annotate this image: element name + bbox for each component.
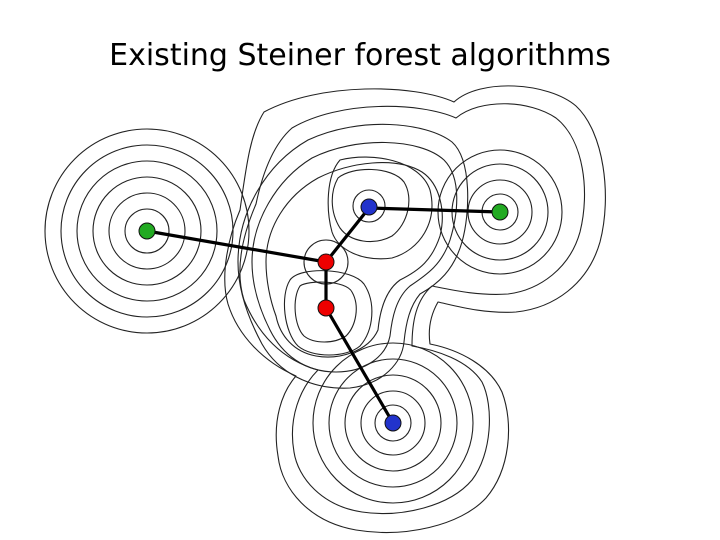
moat-ring <box>283 270 373 356</box>
moat-boundary <box>251 141 458 373</box>
red-steiner-node-lower <box>317 299 335 317</box>
moat-ring <box>352 189 386 223</box>
blue-terminal-node-bottom <box>384 414 402 432</box>
moat-ring <box>124 208 170 254</box>
moat-ring <box>360 390 426 456</box>
green-terminal-node-right <box>491 203 509 221</box>
moat-ring <box>312 342 474 504</box>
moat-ring <box>331 168 410 243</box>
moat-ring <box>108 192 186 270</box>
forest-nodes <box>138 198 509 432</box>
edge-red-upper-to-blue-top <box>324 206 371 264</box>
moat-ring <box>76 160 218 302</box>
moat-ring <box>294 281 357 343</box>
moat-ring <box>92 176 202 286</box>
slide-title: Existing Steiner forest algorithms <box>109 38 611 73</box>
merged-outer-moats <box>224 85 606 533</box>
moat-ring <box>44 128 250 334</box>
red-steiner-node-upper <box>317 253 335 271</box>
green-terminal-node-left <box>138 222 156 240</box>
edge-green-left-to-red-upper <box>145 229 328 264</box>
moat-ring <box>437 149 563 275</box>
moat-ring <box>374 404 412 442</box>
moat-rings-green-left <box>44 128 250 334</box>
moat-rings-blue-bottom <box>312 342 474 504</box>
moat-boundary <box>224 85 606 533</box>
moat-ring <box>60 144 234 318</box>
edge-red-lower-to-blue-bottom <box>324 306 395 425</box>
moat-ring <box>344 374 442 472</box>
moat-boundary <box>239 103 585 515</box>
edge-blue-top-to-green-right <box>367 206 502 214</box>
moat-boundary <box>237 123 469 389</box>
blue-terminal-node-top <box>360 198 378 216</box>
moat-ring <box>328 358 458 488</box>
moat-boundary <box>265 162 443 358</box>
